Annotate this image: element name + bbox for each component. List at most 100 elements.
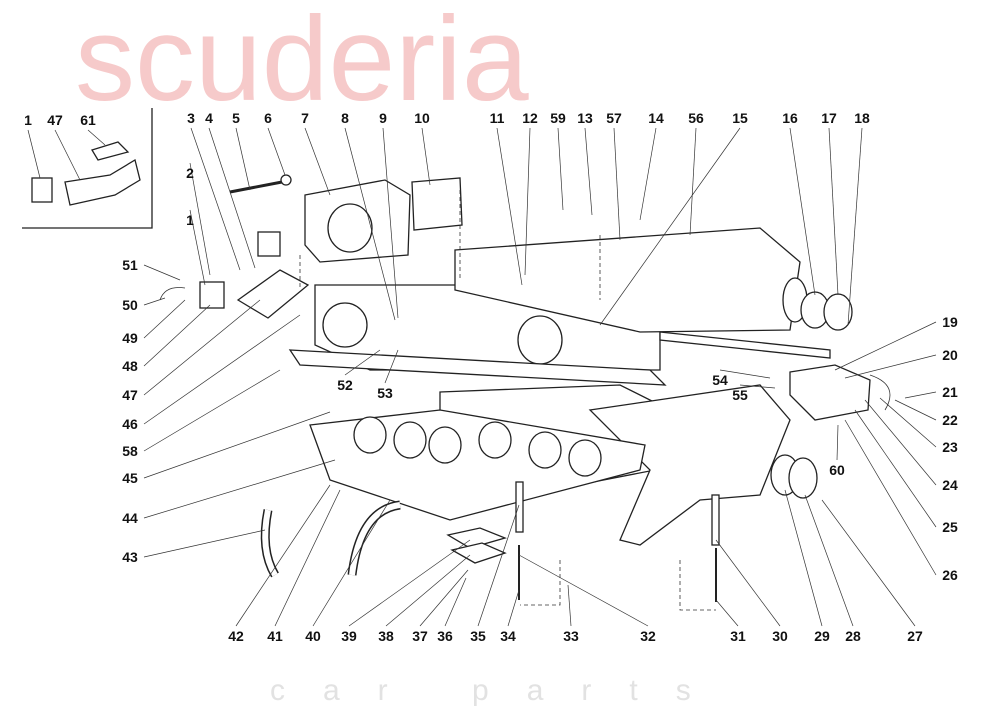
callout-18: 18 bbox=[854, 110, 870, 126]
part-valve bbox=[199, 281, 225, 309]
callout-34: 34 bbox=[500, 628, 516, 644]
callout-43: 43 bbox=[122, 549, 138, 565]
callout-25: 25 bbox=[942, 519, 958, 535]
leader-line bbox=[143, 304, 211, 367]
leader-line bbox=[496, 127, 523, 286]
leader-line bbox=[844, 354, 937, 379]
leader-line bbox=[567, 584, 572, 627]
callout-51: 51 bbox=[122, 257, 138, 273]
part-nut bbox=[280, 174, 292, 186]
leader-line bbox=[143, 314, 301, 425]
leader-line bbox=[385, 554, 471, 627]
callout-28: 28 bbox=[845, 628, 861, 644]
callout-57: 57 bbox=[606, 110, 622, 126]
callout-2: 2 bbox=[186, 165, 194, 181]
leader-line bbox=[836, 424, 839, 461]
part-throttle-right bbox=[789, 364, 871, 421]
callout-36: 36 bbox=[437, 628, 453, 644]
part-plate-38 bbox=[450, 542, 507, 564]
leader-line bbox=[639, 127, 657, 221]
callout-60: 60 bbox=[829, 462, 845, 478]
callout-23: 23 bbox=[942, 439, 958, 455]
watermark-sub: car parts bbox=[270, 674, 729, 707]
leader-line bbox=[143, 297, 166, 306]
callout-5: 5 bbox=[232, 110, 240, 126]
part-tube-30 bbox=[711, 494, 720, 546]
part-plenum-gasket bbox=[288, 349, 667, 386]
leader-line bbox=[613, 127, 621, 241]
part-plenum-port-right bbox=[517, 315, 563, 365]
callout-55: 55 bbox=[732, 387, 748, 403]
leader-line bbox=[715, 539, 781, 627]
callout-9: 9 bbox=[379, 110, 387, 126]
callout-3: 3 bbox=[187, 110, 195, 126]
leader-line bbox=[518, 554, 649, 627]
callout-22: 22 bbox=[942, 412, 958, 428]
part-cable bbox=[869, 374, 891, 411]
part-flange-28 bbox=[788, 457, 818, 499]
callout-21: 21 bbox=[942, 384, 958, 400]
callout-10: 10 bbox=[414, 110, 430, 126]
callout-6: 6 bbox=[264, 110, 272, 126]
part-hose-short bbox=[159, 287, 186, 301]
callout-26: 26 bbox=[942, 567, 958, 583]
callout-31: 31 bbox=[730, 628, 746, 644]
callout-17: 17 bbox=[821, 110, 837, 126]
callout-27: 27 bbox=[907, 628, 923, 644]
callout-1: 1 bbox=[186, 212, 194, 228]
leader-line bbox=[784, 489, 823, 627]
callout-35: 35 bbox=[470, 628, 486, 644]
leader-line bbox=[189, 209, 206, 286]
inset-frame bbox=[22, 108, 153, 229]
part-gasket bbox=[411, 177, 463, 231]
leader-line bbox=[739, 384, 776, 389]
leader-line bbox=[789, 127, 816, 296]
leader-line bbox=[235, 127, 251, 191]
part-plate-39 bbox=[446, 527, 508, 549]
leader-line bbox=[344, 349, 381, 376]
leader-line bbox=[384, 349, 399, 384]
leader-line bbox=[524, 127, 531, 276]
callout-33: 33 bbox=[563, 628, 579, 644]
callout-7: 7 bbox=[301, 110, 309, 126]
callout-46: 46 bbox=[122, 416, 138, 432]
leader-line bbox=[267, 127, 286, 176]
leader-line bbox=[143, 299, 261, 396]
part-bracket-inset bbox=[64, 158, 141, 206]
callout-50: 50 bbox=[122, 297, 138, 313]
leader-line bbox=[599, 127, 741, 326]
callout-38: 38 bbox=[378, 628, 394, 644]
leader-line bbox=[190, 127, 241, 271]
callout-32: 32 bbox=[640, 628, 656, 644]
leader-line bbox=[584, 127, 593, 216]
leader-line bbox=[382, 127, 399, 319]
part-bolt bbox=[229, 180, 283, 194]
callout-44: 44 bbox=[122, 510, 138, 526]
callout-15: 15 bbox=[732, 110, 748, 126]
leader-line bbox=[828, 127, 839, 296]
leader-line bbox=[804, 494, 854, 627]
callout-16: 16 bbox=[782, 110, 798, 126]
callout-52: 52 bbox=[337, 377, 353, 393]
callout-61: 61 bbox=[80, 112, 96, 128]
leader-line bbox=[421, 127, 431, 186]
parts bbox=[22, 108, 891, 611]
leader-line bbox=[854, 409, 937, 528]
leader-line bbox=[879, 397, 937, 448]
callout-56: 56 bbox=[688, 110, 704, 126]
callout-11: 11 bbox=[490, 110, 505, 126]
leader-lines bbox=[27, 127, 937, 627]
leader-line bbox=[348, 539, 471, 627]
leader-line bbox=[54, 129, 81, 181]
callout-14: 14 bbox=[648, 110, 664, 126]
leader-line bbox=[904, 391, 937, 399]
callout-29: 29 bbox=[814, 628, 830, 644]
part-runners bbox=[353, 416, 602, 477]
leader-line bbox=[419, 569, 469, 627]
callout-40: 40 bbox=[305, 628, 321, 644]
callout-4: 4 bbox=[205, 110, 213, 126]
callout-53: 53 bbox=[377, 385, 393, 401]
leader-line bbox=[312, 499, 391, 627]
callout-12: 12 bbox=[522, 110, 538, 126]
